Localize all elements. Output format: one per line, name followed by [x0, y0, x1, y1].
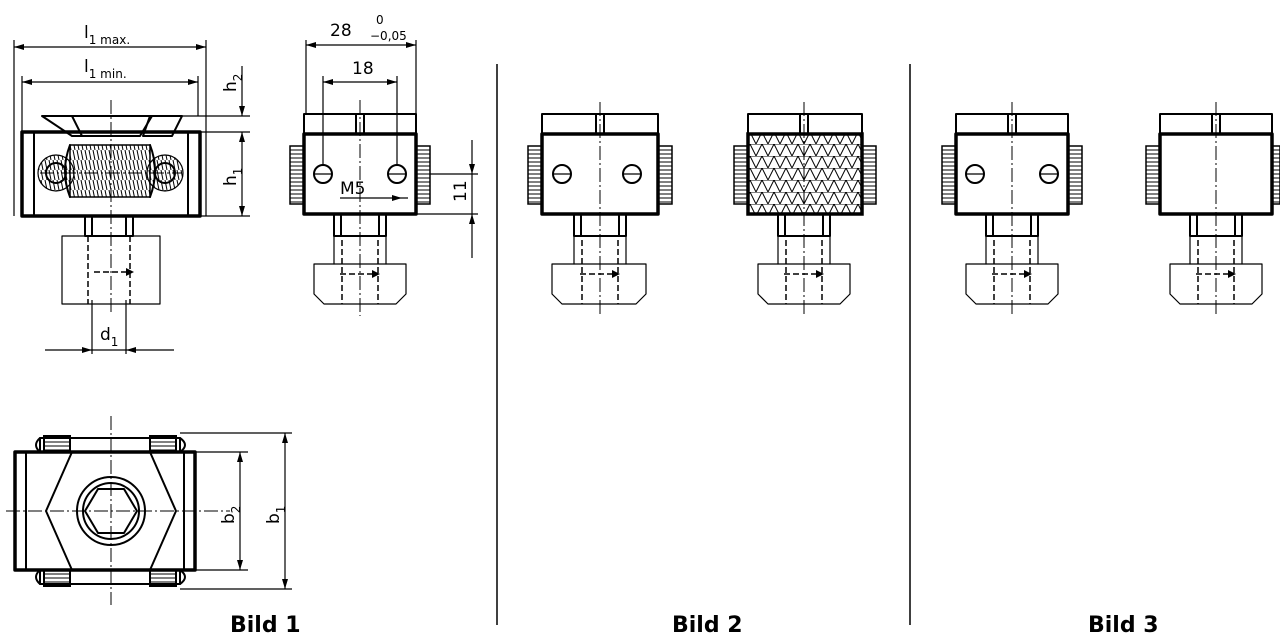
- bild2-smooth-jaw: [527, 102, 673, 316]
- dim-b2: b2: [219, 506, 243, 524]
- dim-h2: h2: [221, 74, 245, 92]
- dim-28: 28: [330, 21, 352, 41]
- dim-28-lower-tol: −0,05: [370, 29, 407, 43]
- caption-bild1: Bild 1: [230, 613, 301, 638]
- thread-m5: M5: [340, 179, 365, 199]
- bild3-jaw-with-holes: [941, 102, 1083, 316]
- dim-l1max: l1 max.: [84, 23, 130, 47]
- bild3-jaw-plain: [1145, 102, 1280, 316]
- dim-18: 18: [352, 59, 374, 79]
- dim-h1: h1: [221, 168, 245, 186]
- dim-d1: d1: [100, 325, 118, 349]
- bild2-knurled-jaw: [733, 102, 877, 316]
- caption-bild3: Bild 3: [1088, 613, 1159, 638]
- dim-11: 11: [451, 180, 471, 202]
- bild1-top-view: [6, 416, 292, 605]
- caption-bild2: Bild 2: [672, 613, 743, 638]
- dim-l1min: l1 min.: [84, 57, 127, 81]
- dim-28-upper-tol: 0: [376, 13, 384, 27]
- dim-b1: b1: [264, 506, 288, 524]
- bild1-side-view: [289, 40, 478, 316]
- bild1-front-view: [13, 40, 250, 354]
